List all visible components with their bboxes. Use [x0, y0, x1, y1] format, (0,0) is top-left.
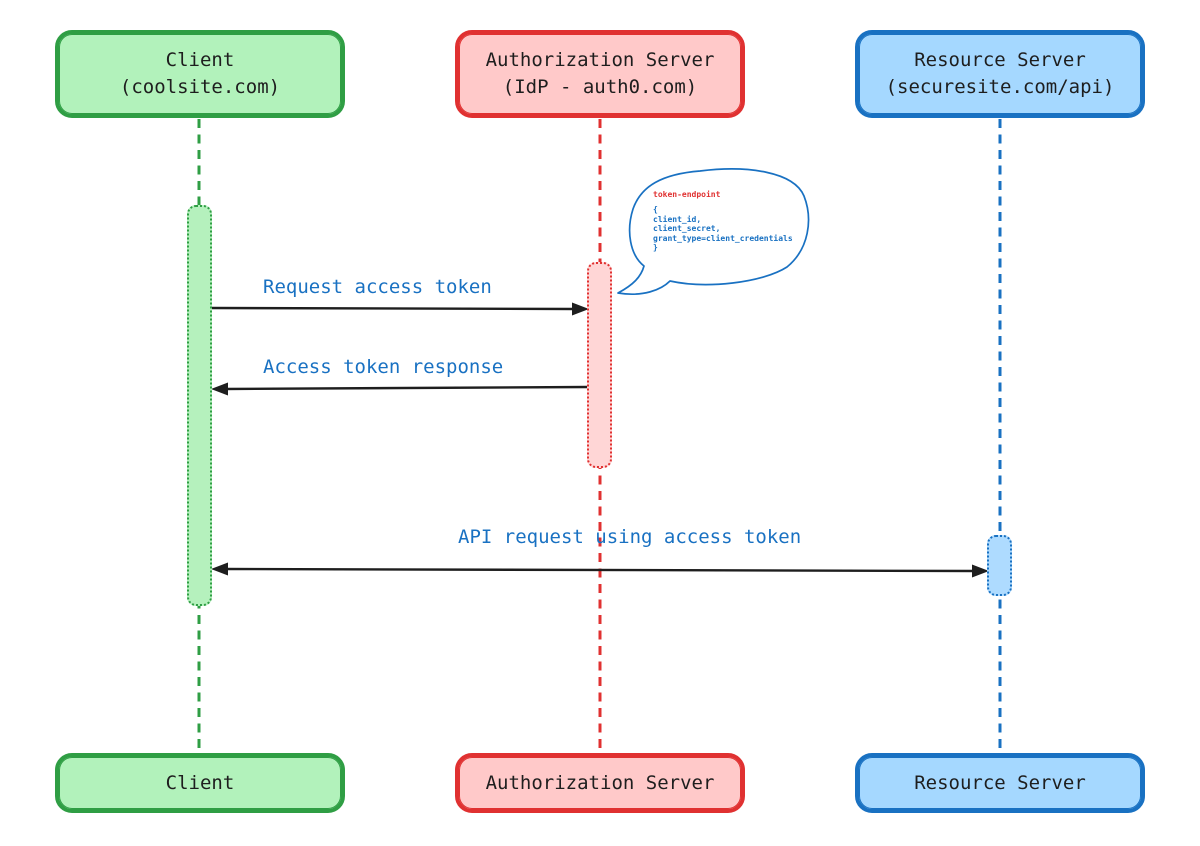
actor-resource-server-bottom-label: Resource Server	[914, 771, 1086, 794]
activation-bar-client	[187, 205, 212, 606]
actor-client-bottom-box: Client	[55, 753, 345, 813]
activation-bar-resource-server	[987, 535, 1012, 596]
actor-resource-server-bottom-box: Resource Server	[855, 753, 1145, 813]
arrow-response-head-left-icon	[211, 382, 228, 396]
note-code-line: {	[653, 205, 658, 214]
actor-authorization-server-bottom-box: Authorization Server	[455, 753, 745, 813]
note-speech-bubble	[617, 168, 810, 295]
arrow-request-access-token	[211, 302, 589, 316]
actor-authorization-server-bottom-label: Authorization Server	[485, 771, 715, 794]
actor-authorization-server-domain: (IdP - auth0.com)	[502, 76, 698, 98]
actor-authorization-server-name: Authorization Server	[485, 49, 715, 71]
note-code-line: grant_type=client_credentials	[653, 233, 793, 243]
actor-client-bottom-label: Client	[165, 771, 235, 794]
note-title: token-endpoint	[653, 190, 721, 199]
arrow-request-line	[211, 306, 577, 311]
actor-authorization-server-top-box: Authorization Server (IdP - auth0.com)	[455, 30, 745, 118]
arrow-response-line	[223, 385, 589, 391]
activation-bar-authorization-server	[587, 262, 612, 468]
actor-resource-server-domain: (securesite.com/api)	[885, 76, 1115, 98]
actor-client-domain: (coolsite.com)	[119, 76, 281, 98]
note-content: token-endpoint { client_id, client_secre…	[653, 189, 793, 253]
arrow-api-request	[211, 562, 989, 578]
arrow-api-head-right-icon	[972, 564, 989, 578]
actor-resource-server-top-box: Resource Server (securesite.com/api)	[855, 30, 1145, 118]
actor-client-top-box: Client (coolsite.com)	[55, 30, 345, 118]
message-label-access-token-response: Access token response	[263, 356, 504, 378]
arrow-request-head-right-icon	[572, 302, 589, 316]
arrow-api-head-left-icon	[211, 562, 228, 576]
actor-resource-server-name: Resource Server	[914, 49, 1086, 71]
message-label-api-request: API request using access token	[458, 526, 802, 548]
note-code-line: }	[653, 243, 658, 253]
arrow-access-token-response	[211, 382, 589, 396]
note-code-line: client_id,	[653, 214, 702, 224]
actor-client-name: Client	[165, 49, 235, 71]
message-label-request-access-token: Request access token	[263, 276, 492, 298]
arrow-api-line	[223, 567, 977, 573]
note-code-line: client_secret,	[653, 224, 721, 234]
